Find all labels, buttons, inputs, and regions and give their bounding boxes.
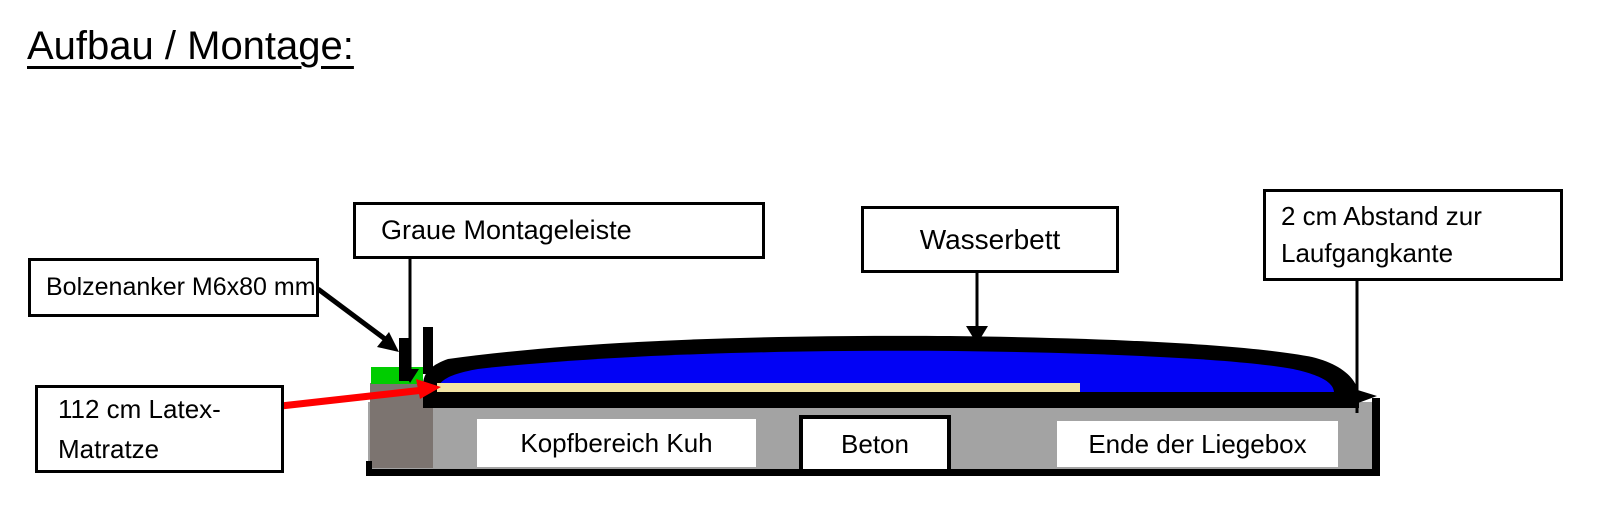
callout-wasserbett-text: Wasserbett <box>919 223 1061 255</box>
label-ende-der-liegebox: Ende der Liegebox <box>1057 421 1338 467</box>
leader-abstand <box>1348 281 1377 413</box>
label-ende-text: Ende der Liegebox <box>1088 428 1307 459</box>
bolt-right <box>423 327 433 374</box>
base-right-border <box>1372 398 1380 476</box>
water-bladder <box>437 350 1334 392</box>
callout-abstand-line2: Laufgangkante <box>1281 238 1454 268</box>
label-kopfbereich-kuh: Kopfbereich Kuh <box>477 419 756 467</box>
bolt-left <box>399 338 409 381</box>
latex-mattress-layer <box>437 383 1080 392</box>
callout-montageleiste: Graue Montageleiste <box>353 202 765 259</box>
page-title: Aufbau / Montage: <box>27 24 354 68</box>
callout-bolzenanker: Bolzenanker M6x80 mm <box>28 258 319 317</box>
leader-wasserbett <box>966 273 988 344</box>
leader-montageleiste <box>402 258 419 383</box>
leader-latex-red-arrow <box>271 379 441 411</box>
leader-bolzenanker <box>316 286 399 352</box>
label-kopfbereich-text: Kopfbereich Kuh <box>520 427 713 458</box>
base-left-tick <box>366 461 372 475</box>
callout-latex-line1: 112 cm Latex- <box>58 394 221 424</box>
callout-bolzenanker-text: Bolzenanker M6x80 mm <box>46 273 316 301</box>
label-beton: Beton <box>799 415 951 473</box>
callout-abstand-laufgangkante: 2 cm Abstand zur Laufgangkante <box>1263 189 1563 281</box>
callout-latex-matratze: 112 cm Latex- Matratze <box>35 385 284 473</box>
callout-montageleiste-text: Graue Montageleiste <box>381 215 632 245</box>
callout-abstand-line1: 2 cm Abstand zur <box>1281 201 1482 231</box>
callout-latex-line2: Matratze <box>58 434 160 464</box>
label-beton-text: Beton <box>841 428 909 459</box>
callout-wasserbett: Wasserbett <box>861 206 1119 273</box>
